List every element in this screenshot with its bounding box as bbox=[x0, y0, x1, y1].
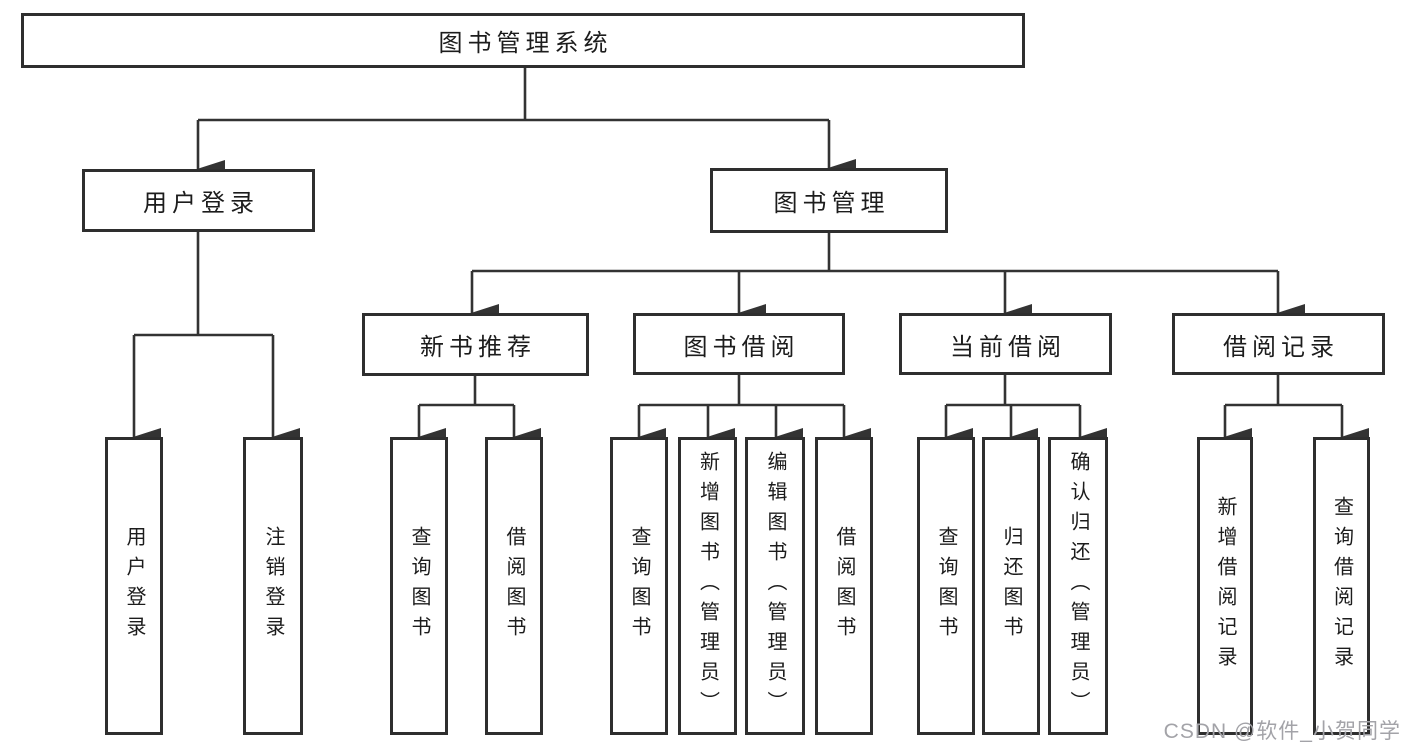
node-borrow-books-recommend: 借阅图书 bbox=[485, 437, 543, 735]
node-label: 查询图书 bbox=[628, 526, 650, 646]
watermark: CSDN @软件_小贺同学 bbox=[1163, 720, 1401, 743]
node-add-borrow-record: 新增借阅记录 bbox=[1197, 437, 1253, 735]
node-label: 查询借阅记录 bbox=[1330, 496, 1353, 676]
node-label: 编辑图书（管理员） bbox=[764, 451, 786, 721]
node-label: 图书借阅 bbox=[683, 333, 800, 361]
node-label: 注销登录 bbox=[262, 526, 284, 646]
node-label: 新增借阅记录 bbox=[1214, 496, 1236, 676]
node-query-books-recommend: 查询图书 bbox=[390, 437, 448, 735]
node-add-books-admin: 新增图书（管理员） bbox=[678, 437, 737, 735]
node-user-login: 用户登录 bbox=[82, 169, 315, 232]
node-label: 用户登录 bbox=[123, 526, 145, 646]
node-label: 查询图书 bbox=[408, 526, 430, 646]
node-label: 确认归还（管理员） bbox=[1067, 451, 1089, 721]
node-library-management-system: 图书管理系统 bbox=[21, 13, 1025, 68]
node-label: 当前借阅 bbox=[950, 333, 1066, 361]
node-query-borrow-record: 查询借阅记录 bbox=[1313, 437, 1370, 735]
node-label: 借阅记录 bbox=[1223, 333, 1339, 361]
node-return-books: 归还图书 bbox=[982, 437, 1040, 735]
node-edit-books-admin: 编辑图书（管理员） bbox=[745, 437, 805, 735]
node-borrow-books-leaf: 借阅图书 bbox=[815, 437, 873, 735]
node-label: 新书推荐 bbox=[420, 334, 536, 361]
node-book-borrowing: 图书借阅 bbox=[633, 313, 845, 375]
node-label: 借阅图书 bbox=[503, 526, 525, 646]
node-label: 图书管理系统 bbox=[438, 30, 613, 57]
node-current-borrowing: 当前借阅 bbox=[899, 313, 1112, 375]
node-new-book-recommend: 新书推荐 bbox=[362, 313, 589, 376]
node-borrowing-records: 借阅记录 bbox=[1172, 313, 1385, 375]
node-label: 查询图书 bbox=[935, 526, 957, 646]
node-query-books-current: 查询图书 bbox=[917, 437, 975, 735]
node-query-books-borrowing: 查询图书 bbox=[610, 437, 668, 735]
node-label: 图书管理 bbox=[773, 190, 890, 217]
node-label: 归还图书 bbox=[1000, 526, 1022, 646]
node-confirm-return-admin: 确认归还（管理员） bbox=[1048, 437, 1108, 735]
node-label: 新增图书（管理员） bbox=[696, 451, 719, 721]
node-user-login-leaf: 用户登录 bbox=[105, 437, 163, 735]
node-book-management: 图书管理 bbox=[710, 168, 948, 233]
node-label: 借阅图书 bbox=[833, 526, 855, 646]
node-label: 用户登录 bbox=[143, 190, 259, 217]
node-logout: 注销登录 bbox=[243, 437, 303, 735]
